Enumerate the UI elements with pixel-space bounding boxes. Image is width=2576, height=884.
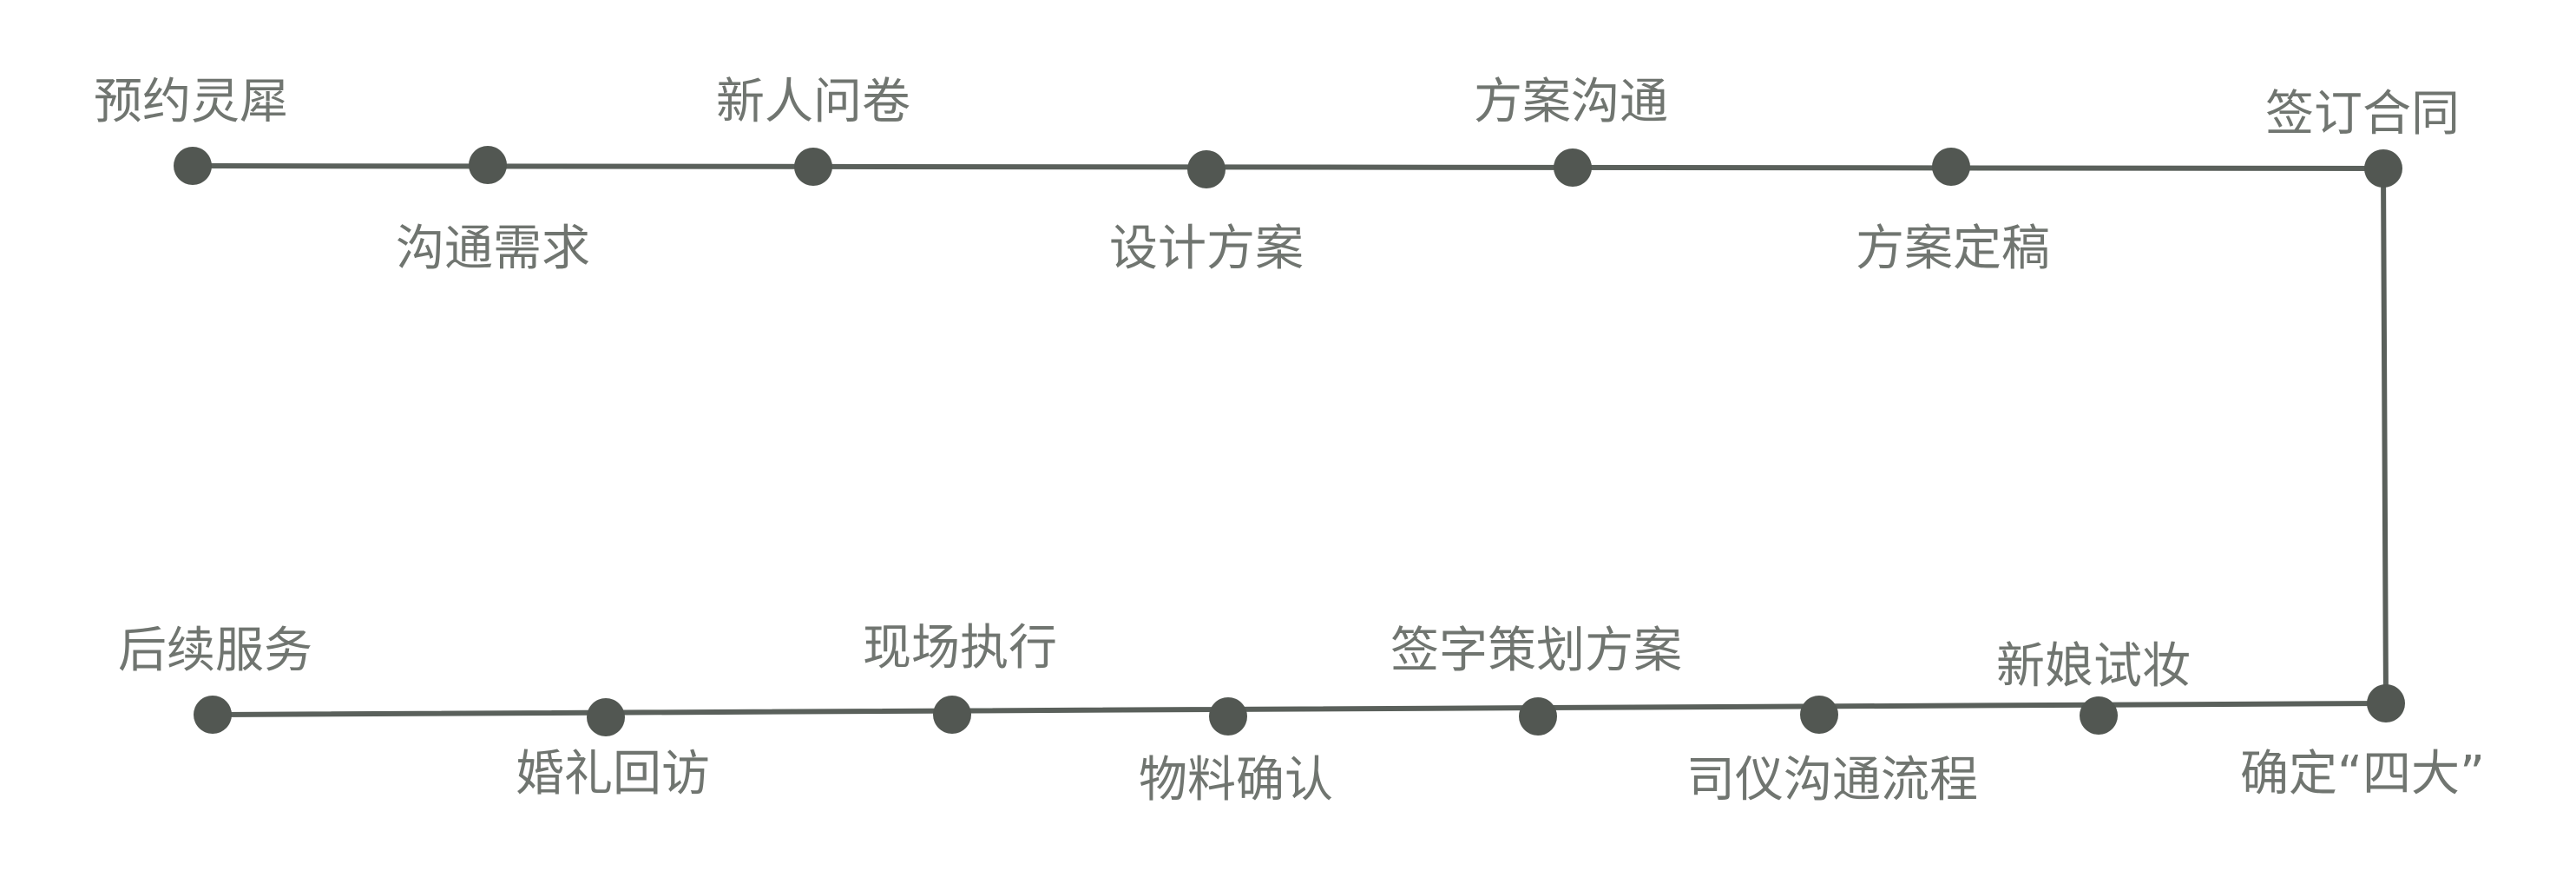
step-label: 方案定稿 (1856, 221, 2050, 277)
step-label: 现场执行 (863, 620, 1057, 676)
step-node (1554, 148, 1592, 187)
step-node (194, 696, 232, 734)
step-label: 方案沟通 (1474, 74, 1668, 130)
step-label: 签字策划方案 (1390, 623, 1682, 679)
step-node (174, 147, 212, 185)
step-label: 设计方案 (1109, 221, 1304, 277)
step-node (933, 696, 971, 734)
step-node (2080, 696, 2118, 735)
step-label: 后续服务 (118, 623, 312, 679)
step-label: 沟通需求 (396, 221, 590, 277)
step-label: 新人问卷 (716, 74, 910, 130)
step-node (1519, 697, 1557, 736)
step-label: 预约灵犀 (94, 74, 288, 130)
flow-connector-line (190, 163, 2389, 717)
step-label: 司仪沟通流程 (1686, 752, 1978, 808)
step-label: 物料确认 (1139, 752, 1333, 808)
step-label: 确定“四大” (2240, 746, 2485, 802)
step-node (794, 148, 832, 186)
step-node (1209, 697, 1247, 736)
step-node (2367, 684, 2405, 722)
step-node (2364, 149, 2402, 188)
step-node (587, 698, 625, 736)
step-node (469, 146, 507, 184)
step-label: 婚礼回访 (516, 746, 710, 802)
step-label: 签订合同 (2265, 86, 2460, 142)
step-node (1800, 696, 1838, 734)
step-node (1187, 150, 1226, 188)
step-node (1932, 148, 1970, 186)
step-label: 新娘试妆 (1996, 638, 2191, 695)
